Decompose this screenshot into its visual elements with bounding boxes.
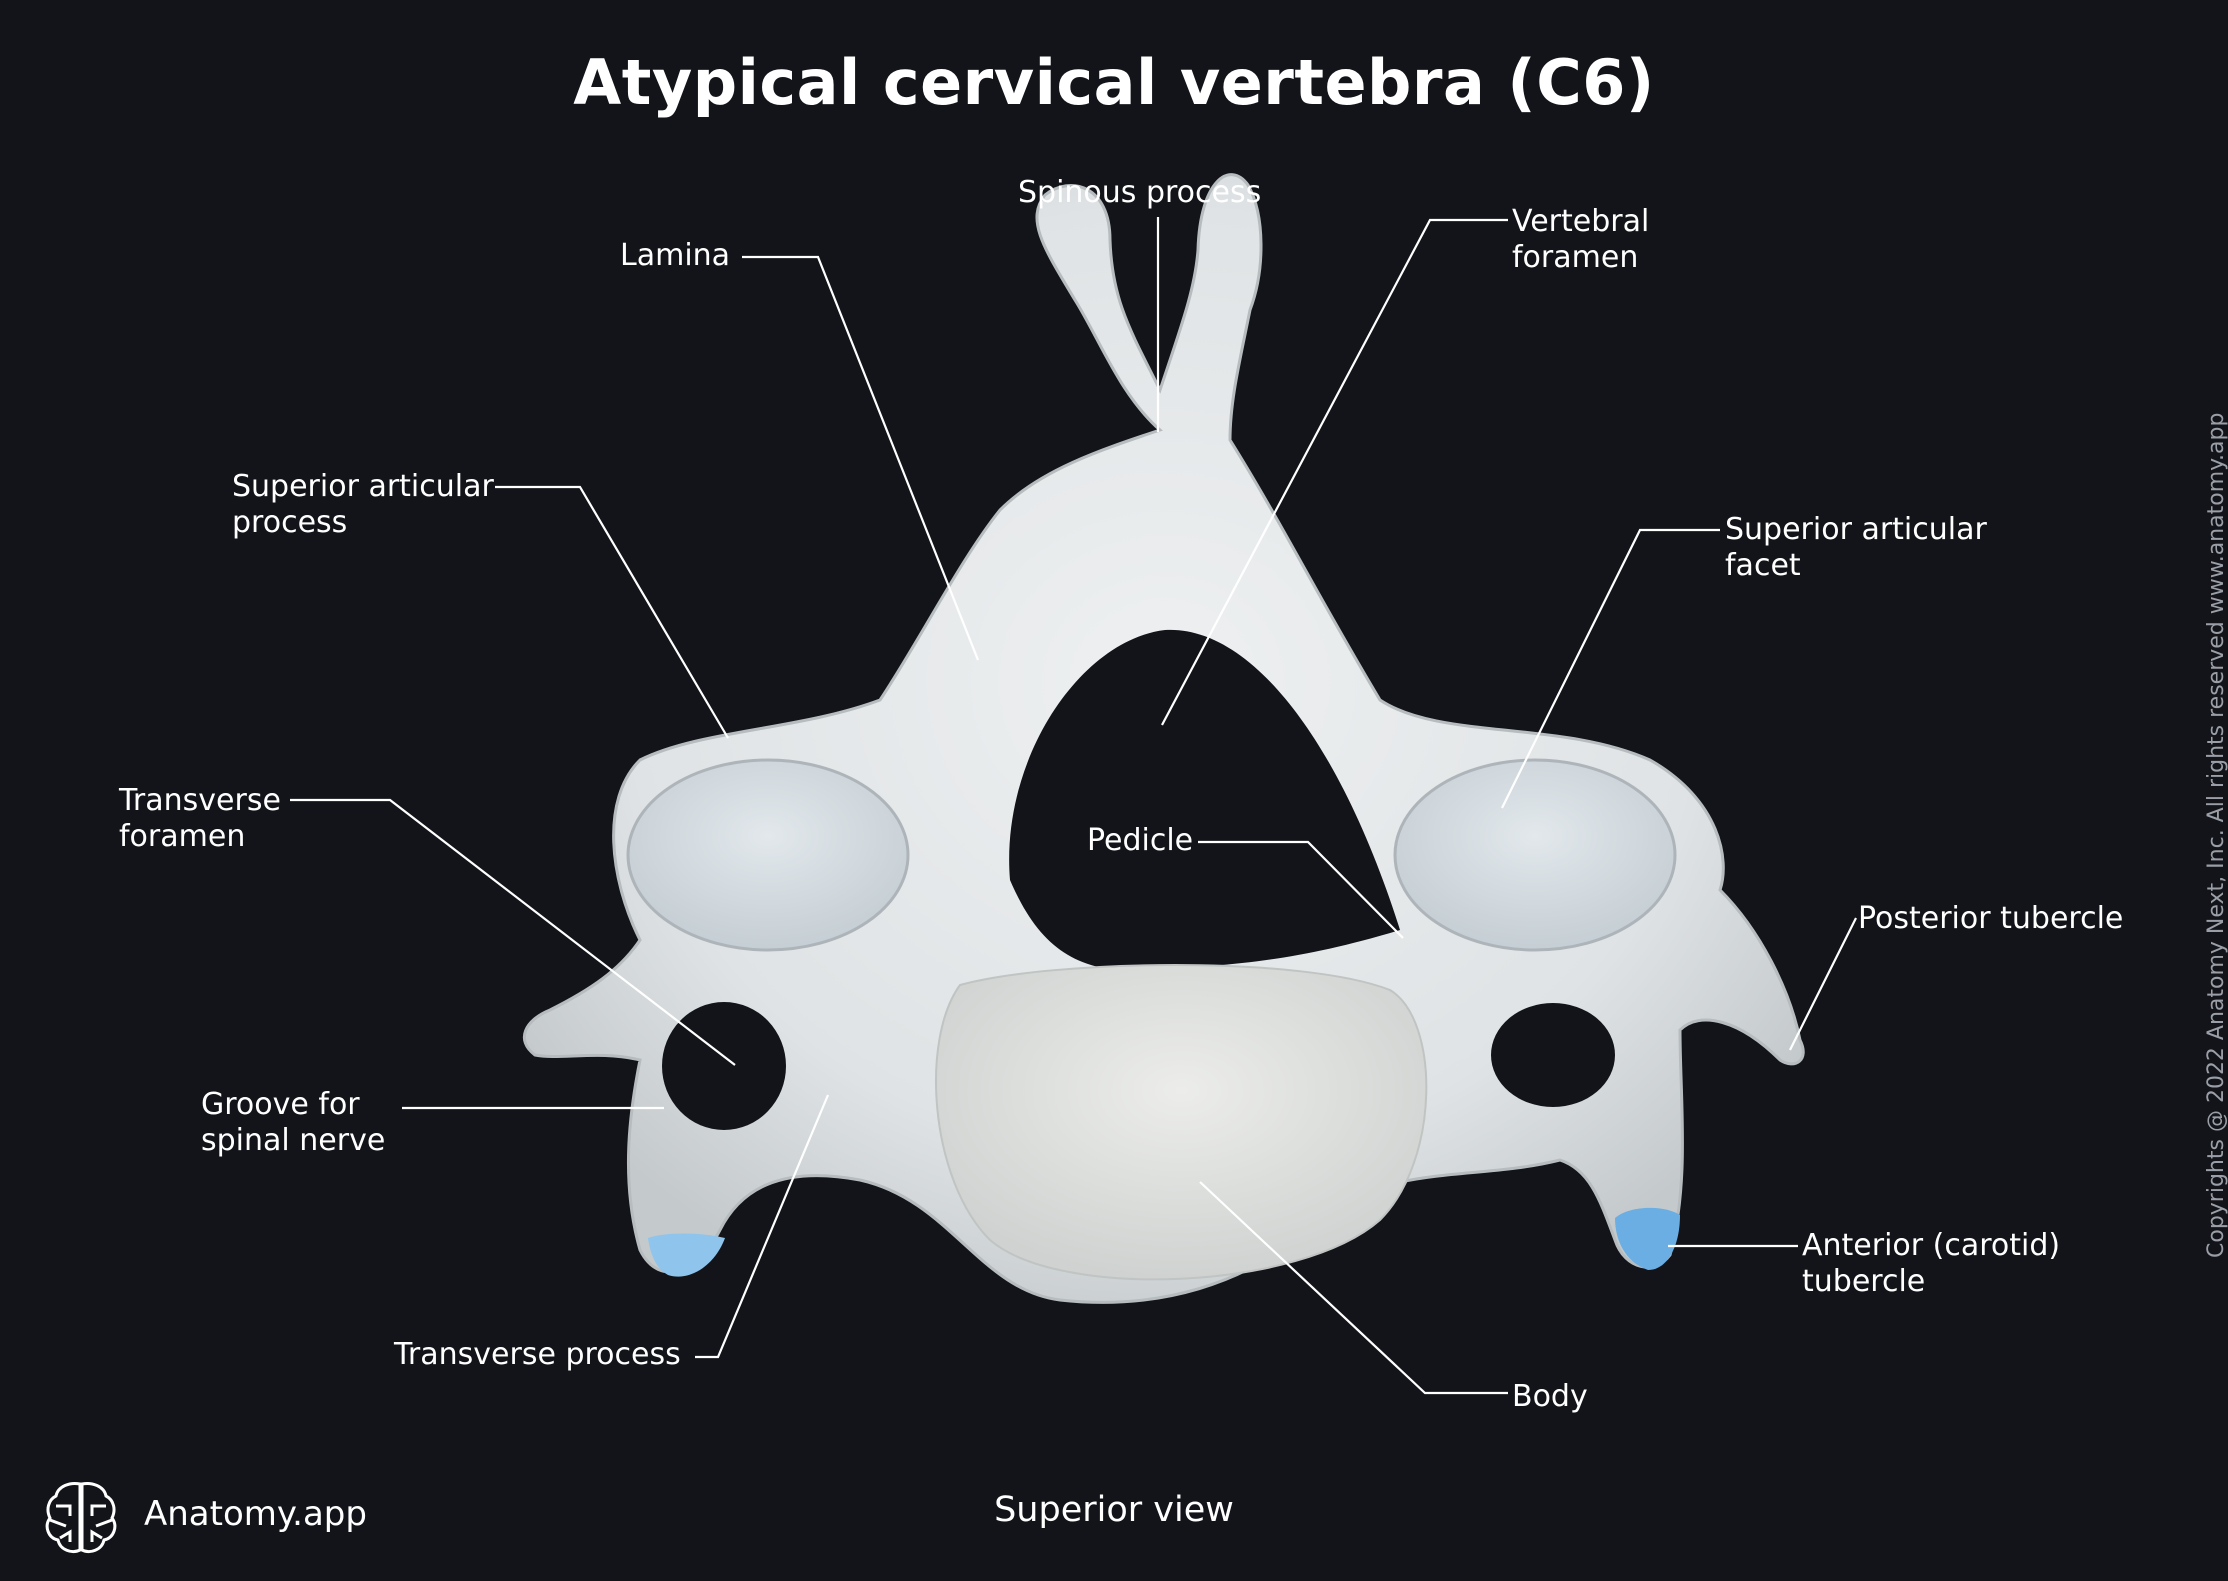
leader-line-posterior-tubercle: [1789, 917, 1857, 1051]
leader-lines: [290, 217, 1857, 1395]
label-groove-line1: Groove for: [201, 1087, 360, 1122]
left-tubercle-highlight: [648, 1233, 725, 1277]
page-title: Atypical cervical vertebra (C6): [573, 46, 1655, 119]
left-facet-shape: [626, 758, 910, 952]
copyright-text: Copyrights @ 2022 Anatomy Next, Inc. All…: [2204, 412, 2228, 1258]
right-tubercle-highlight: [1615, 1207, 1680, 1270]
leader-line-vertebral-foramen: [1161, 218, 1508, 726]
brain-icon: [45, 1482, 117, 1554]
body-shape: [935, 964, 1428, 1281]
vertebral-foramen-hole: [1009, 629, 1400, 971]
label-sup-articular-process-line2: process: [232, 505, 348, 540]
label-spinous-process: Spinous process: [1018, 175, 1262, 210]
label-transverse-foramen-line2: foramen: [119, 819, 246, 854]
left-transverse-foramen-hole: [662, 1002, 786, 1130]
brand-name: Anatomy.app: [144, 1494, 367, 1534]
label-vertebral-foramen-line2: foramen: [1512, 240, 1639, 275]
label-vertebral-foramen-line1: Vertebral: [1512, 204, 1650, 239]
leader-line-body: [1199, 1181, 1508, 1395]
leader-line-sup-articular-facet: [1501, 528, 1720, 809]
leader-line-transverse-process: [695, 1094, 830, 1359]
leader-line-pedicle: [1198, 840, 1404, 939]
label-transverse-process: Transverse process: [394, 1337, 681, 1372]
leader-line-transverse-foramen: [290, 798, 736, 1066]
label-anterior-tubercle-line1: Anterior (carotid): [1802, 1228, 2061, 1263]
label-pedicle: Pedicle: [1087, 823, 1194, 858]
right-transverse-foramen-hole: [1491, 1003, 1615, 1107]
label-sup-articular-facet-line2: facet: [1725, 548, 1801, 583]
label-lamina: Lamina: [620, 238, 731, 273]
label-sup-articular-facet-line1: Superior articular: [1725, 512, 1987, 547]
label-sup-articular-process-line1: Superior articular: [232, 469, 494, 504]
view-label: Superior view: [994, 1490, 1234, 1530]
label-body: Body: [1512, 1379, 1588, 1414]
leader-line-sup-articular-process: [495, 485, 729, 739]
leader-line-lamina: [742, 255, 980, 661]
label-groove-line2: spinal nerve: [201, 1123, 386, 1158]
label-anterior-tubercle-line2: tubercle: [1802, 1264, 1926, 1299]
label-posterior-tubercle: Posterior tubercle: [1858, 901, 2124, 936]
label-transverse-foramen-line1: Transverse: [119, 783, 281, 818]
right-facet-shape: [1393, 758, 1677, 952]
